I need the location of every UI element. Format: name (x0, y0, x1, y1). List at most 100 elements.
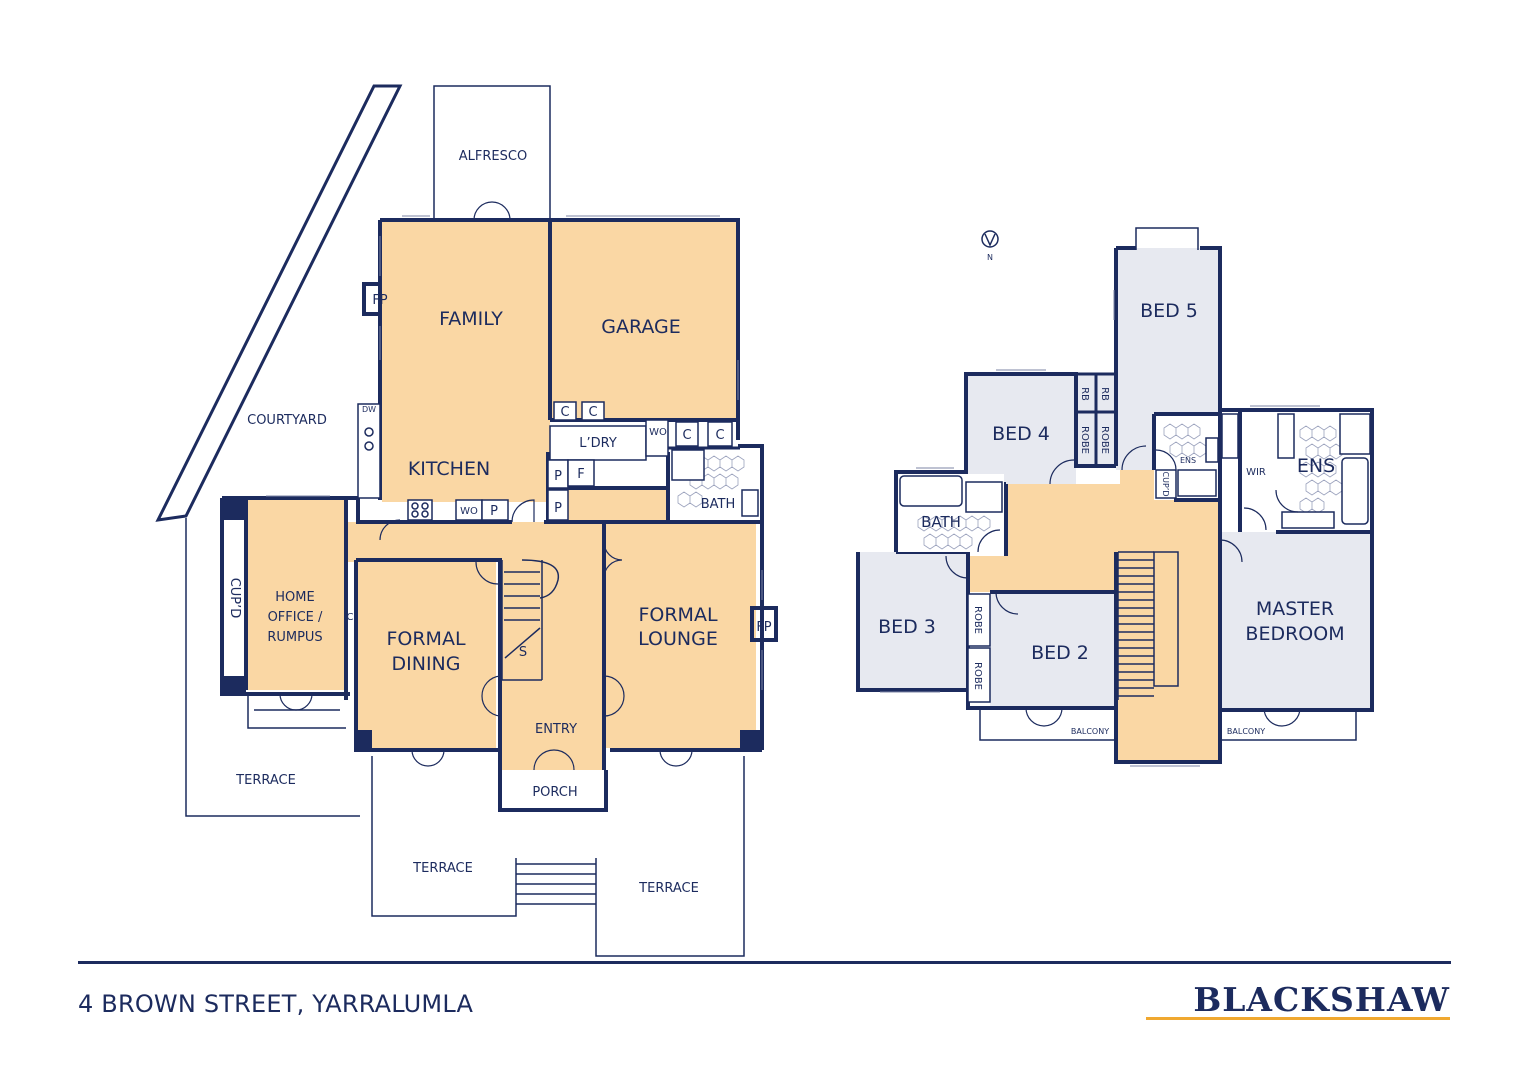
home-office-label: OFFICE / (268, 610, 323, 625)
garage-cupboard (675, 421, 699, 447)
home-office-label: HOME (275, 590, 314, 605)
kitchen-label: KITCHEN (408, 458, 490, 480)
bed3-room (858, 552, 968, 688)
cupd-upper-label: CUP’D (1161, 472, 1170, 497)
door-swing (977, 529, 1001, 553)
dw-label: DW (362, 405, 376, 414)
ens-small-vanity (1205, 437, 1219, 463)
door-swing (603, 675, 625, 717)
fp-lounge (750, 606, 778, 642)
door-swing (995, 591, 1019, 615)
door-swing (1219, 539, 1243, 563)
garage-cupboard-label: C (560, 405, 569, 420)
hall-link (566, 488, 670, 522)
bath-vanity (741, 489, 759, 517)
robe-label: ROBE (972, 662, 983, 690)
pantry-p2 (547, 489, 569, 521)
formal-dining-label: FORMAL (386, 628, 465, 650)
door-swing (945, 555, 969, 579)
master-wall (1218, 408, 1374, 712)
bed5-label: BED 5 (1140, 300, 1198, 322)
garage-room (550, 220, 736, 418)
footer-divider (78, 961, 1451, 964)
master-label: MASTER (1256, 598, 1334, 620)
entry-label: ENTRY (535, 722, 577, 737)
garage-cupboard-label: C (715, 428, 724, 443)
pantry-label: P (554, 469, 562, 484)
shower (671, 449, 705, 481)
home-office-label: RUMPUS (267, 630, 322, 645)
robe-label: ROBE (1079, 426, 1090, 454)
front-terrace-outline (371, 756, 745, 957)
bath-label: BATH (701, 497, 736, 512)
shower-upper (965, 481, 1003, 513)
formal-dining-label: DINING (392, 653, 461, 675)
ens-tiles (1299, 425, 1343, 514)
garage-cupboard (553, 401, 577, 421)
master-label: BEDROOM (1245, 623, 1344, 645)
ens-shower (1339, 413, 1371, 455)
pantry-label: P (554, 501, 562, 516)
door-swing (279, 693, 313, 711)
door-swing (1155, 449, 1177, 471)
formal-lounge-label: FORMAL (638, 604, 717, 626)
cooktop (407, 499, 433, 521)
north-arrow-icon: N (981, 230, 999, 262)
family-room (382, 220, 550, 502)
brand-underline (1146, 1017, 1450, 1020)
rb-label: RB (1099, 387, 1110, 401)
cupd-label: CUP’D (227, 578, 242, 619)
cupd-upper (1155, 469, 1177, 499)
formal-lounge-room (604, 522, 756, 748)
garage-cupboard-label: C (682, 428, 691, 443)
balcony-label: BALCONY (1227, 727, 1265, 736)
stair-label: S (519, 645, 527, 660)
courtyard-outline (155, 84, 403, 522)
bed4-label: BED 4 (992, 423, 1050, 445)
door-swing (379, 519, 401, 541)
door-swing (1025, 707, 1063, 727)
wir-shelf (1277, 413, 1295, 459)
kitchen-wall (356, 498, 604, 524)
alfresco-label: ALFRESCO (459, 149, 527, 164)
balcony-outline (979, 710, 1357, 741)
robe-label: ROBE (1099, 426, 1110, 454)
wir-shelf2 (1221, 413, 1239, 459)
windows (266, 215, 763, 690)
wo-laundry-label: WO (649, 427, 667, 438)
door-swing (1263, 707, 1301, 727)
courtyard-label: COURTYARD (247, 413, 327, 428)
brand-logo: BLACKSHAW (1193, 980, 1450, 1019)
burner-icon (411, 502, 419, 510)
door-swing (475, 561, 499, 585)
column (740, 730, 762, 752)
alfresco-outline (433, 85, 551, 220)
bath-upper-tiles (917, 515, 991, 550)
door-swing (1275, 489, 1299, 513)
robe-cabinet (967, 593, 991, 647)
door-swing (411, 749, 445, 767)
laundry-bench (549, 425, 647, 461)
home-office-room (246, 500, 346, 690)
laundry-label: L’DRY (579, 436, 617, 451)
bathtub (899, 475, 963, 507)
rb-label: RB (1079, 387, 1090, 401)
ens-small-label: ENS (1180, 456, 1196, 465)
master-room (1220, 532, 1370, 708)
hall-room (346, 522, 604, 562)
fp-lounge-label: FP (756, 620, 771, 635)
wo-kitchen-label: WO (460, 506, 478, 517)
north-label: N (987, 253, 993, 262)
pantry-kitchen-label: P (490, 504, 498, 519)
garage-cupboard (707, 421, 733, 447)
ens-label: ENS (1297, 455, 1335, 477)
office-terrace-step (247, 696, 346, 729)
porch-label: PORCH (532, 785, 577, 800)
entry-room (500, 562, 604, 770)
fp-family (362, 282, 382, 316)
garage-label: GARAGE (601, 316, 681, 338)
alfresco-doors (473, 201, 511, 221)
property-address: 4 BROWN STREET, YARRALUMLA (78, 990, 474, 1018)
ens-vanity (1281, 511, 1335, 529)
door-swing (659, 749, 693, 767)
